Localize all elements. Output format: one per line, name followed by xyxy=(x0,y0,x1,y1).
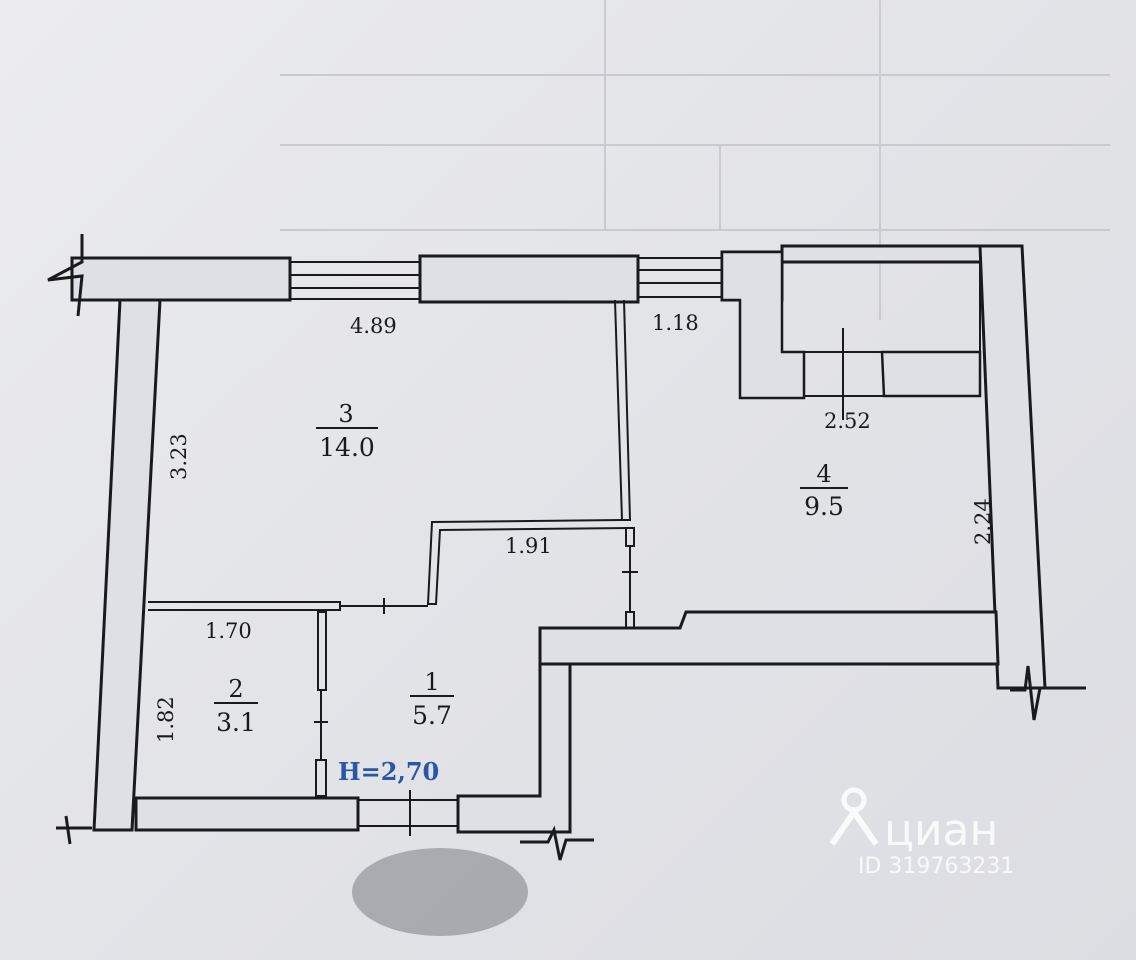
dim-hall-width: 1.91 xyxy=(505,534,552,558)
room-2-label: 2 3.1 xyxy=(214,675,258,737)
window-balcony xyxy=(638,257,722,298)
dim-bath-depth: 1.82 xyxy=(154,696,178,743)
dim-balcony-width: 1.18 xyxy=(652,311,699,335)
watermark-brand: циан xyxy=(884,805,998,856)
dim-room4-depth: 2.24 xyxy=(971,498,995,545)
room-4-label: 4 9.5 xyxy=(800,460,848,521)
room-4-number: 4 xyxy=(816,460,831,488)
dim-bath-width: 1.70 xyxy=(205,619,252,643)
dim-room4-width: 2.52 xyxy=(824,409,871,433)
window-room3 xyxy=(290,261,420,300)
room-1-label: 1 5.7 xyxy=(410,668,454,730)
background-table-ghost xyxy=(280,0,1110,320)
room-1-number: 1 xyxy=(424,668,439,696)
room-1-area: 5.7 xyxy=(412,701,452,730)
redacted-area xyxy=(352,848,528,936)
room-2-number: 2 xyxy=(228,675,243,703)
wall-break-symbols xyxy=(47,234,1086,861)
room-2-area: 3.1 xyxy=(216,708,256,737)
dimension-labels: 4.89 1.18 2.52 1.91 1.70 3.23 2.24 1.82 xyxy=(154,311,995,743)
dim-room3-width: 4.89 xyxy=(350,314,397,338)
room-4-area: 9.5 xyxy=(804,492,844,521)
interior-partitions xyxy=(148,299,638,836)
room-3-label: 3 14.0 xyxy=(316,400,378,462)
room-3-number: 3 xyxy=(338,400,353,428)
ceiling-height-label: H=2,70 xyxy=(338,757,439,786)
dim-room3-depth: 3.23 xyxy=(167,433,191,480)
cian-watermark: циан ID 319763231 xyxy=(829,787,1014,879)
cian-logo-icon xyxy=(829,787,879,846)
wall-niche xyxy=(720,250,982,420)
exterior-walls xyxy=(70,244,1047,834)
watermark-id: ID 319763231 xyxy=(858,854,1014,879)
room-3-area: 14.0 xyxy=(319,433,375,462)
